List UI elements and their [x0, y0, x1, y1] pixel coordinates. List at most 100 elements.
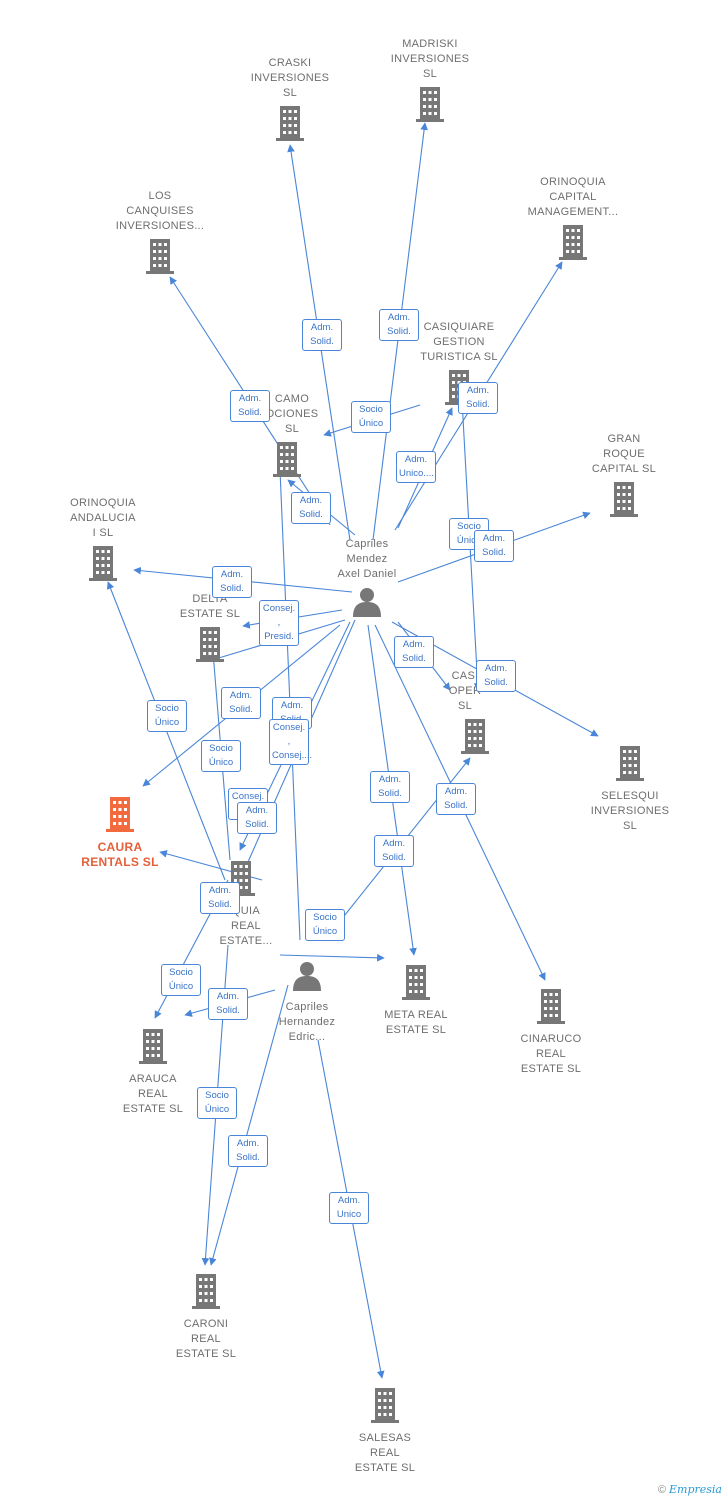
edge-role-label-line: Solid. — [482, 547, 506, 558]
node-icon-wrap — [508, 224, 638, 265]
edge-role-label[interactable]: Adm. Solid. — [200, 882, 240, 914]
building-icon — [192, 1274, 220, 1309]
node-name-line: CARONI — [183, 1318, 229, 1330]
edge-role-label[interactable]: Consej. , Presid. — [259, 600, 299, 646]
node-name-line: ARAUCA — [129, 1073, 177, 1085]
edge-role-label-line: Único — [154, 717, 180, 728]
node-name-line: Axel Daniel — [337, 568, 397, 580]
node-meta[interactable]: META REAL ESTATE SL — [351, 964, 481, 1038]
edge-role-label[interactable]: Adm.Solid. — [221, 687, 261, 719]
edge-role-label-line: Adm. — [387, 312, 411, 323]
edge-role-label[interactable]: Adm.Solid. — [379, 309, 419, 341]
building-icon — [141, 1273, 271, 1314]
node-name-line: ESTATE SL — [122, 1103, 184, 1115]
node-name-line: CINARUCO — [520, 1033, 582, 1045]
edge-role-label[interactable]: Adm.Solid. — [370, 771, 410, 803]
edge-role-label-line: Presid. — [264, 631, 294, 642]
edge-role-label-line: Único — [204, 1104, 230, 1115]
edge-role-label[interactable]: Adm.Solid. — [458, 382, 498, 414]
building-icon — [420, 718, 530, 759]
node-name-line: ESTATE SL — [354, 1462, 416, 1474]
node-name-line: Capriles — [345, 538, 389, 550]
building-icon — [371, 1388, 399, 1423]
edge-role-label[interactable]: Adm.Unico.... — [396, 451, 436, 483]
edge-role-label-line: Adm. — [484, 663, 508, 674]
edge-role-label-line: Adm. — [208, 885, 232, 896]
node-name-line: ESTATE SL — [385, 1024, 447, 1036]
node-name-line: META REAL — [384, 1009, 448, 1021]
edge-role-label[interactable]: Adm.Solid. — [374, 835, 414, 867]
edge-role-label-line: Unico.... — [399, 468, 434, 479]
node-icon-wrap — [420, 718, 530, 759]
edge-role-label[interactable]: Adm.Solid. — [302, 319, 342, 351]
node-name-line: RENTALS SL — [81, 855, 159, 869]
edge-role-label-line: Único — [208, 757, 234, 768]
edge-role-label[interactable]: Consej. ,Consej.... — [269, 719, 312, 765]
node-name-line: Mendez — [346, 553, 388, 565]
edge-role-label-line: Solid. — [310, 336, 334, 347]
edge-role-label-line: Adm. — [337, 1195, 361, 1206]
edge-role-label[interactable]: Adm.Solid. — [291, 492, 331, 524]
edge-role-label-line: Consej. — [231, 791, 265, 802]
edge-role-label[interactable]: Adm.Solid. — [230, 390, 270, 422]
node-icon-wrap — [171, 860, 311, 901]
node-name-line: GRAN — [607, 433, 641, 445]
node-name-line: SL — [282, 87, 298, 99]
edge-role-label-line: Solid. — [208, 899, 232, 910]
node-icon-wrap — [95, 238, 225, 279]
node-name-line: MADRISKI — [402, 38, 458, 50]
edge-role-label-line: Socio — [155, 703, 179, 714]
edge-role-label-line: Consej. , — [262, 603, 296, 628]
node-name-line: REAL — [231, 920, 261, 932]
edge-role-label[interactable]: Adm.Solid. — [474, 530, 514, 562]
edge-role-label[interactable]: Adm.Solid. — [394, 636, 434, 668]
edge-role-label[interactable]: Adm.Unico — [329, 1192, 369, 1224]
edge-role-label-line: Socio — [205, 1090, 229, 1101]
edge-role-label[interactable]: Adm.Solid. — [212, 566, 252, 598]
edge-role-label-line: Adm. — [229, 690, 253, 701]
building-icon — [196, 627, 224, 662]
edge-role-label[interactable]: Adm.Solid. — [228, 1135, 268, 1167]
node-name-line: DELTA — [192, 593, 228, 605]
edge-role-label-line: Solid. — [220, 583, 244, 594]
building-icon — [273, 442, 301, 477]
node-name-line: SL — [622, 820, 638, 832]
edge-role-label-line: Solid. — [216, 1005, 240, 1016]
edge-role-label[interactable]: Adm.Solid. — [208, 988, 248, 1020]
building-icon — [106, 797, 134, 832]
edge-role-label[interactable]: Adm.Solid. — [476, 660, 516, 692]
node-icon-wrap — [365, 86, 495, 127]
edge-role-label[interactable]: Adm.Solid. — [436, 783, 476, 815]
edge-role-label[interactable]: Adm.Solid. — [237, 802, 277, 834]
node-name-line: MANAGEMENT... — [527, 206, 619, 218]
edge-role-label-line: Socio — [359, 404, 383, 415]
